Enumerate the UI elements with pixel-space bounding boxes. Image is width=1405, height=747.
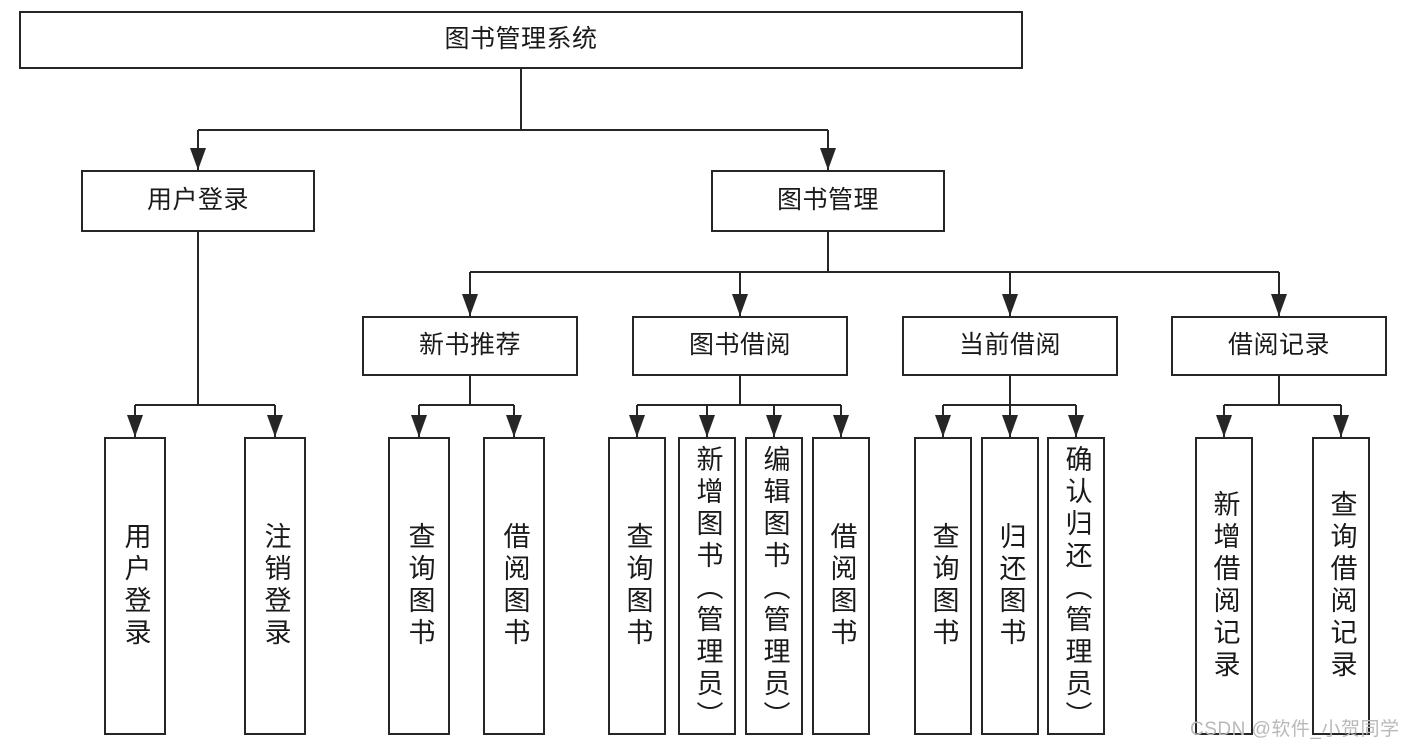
node-records[interactable]: 借阅记录 [1171,316,1387,376]
node-cu-return[interactable]: 归还图书 [981,437,1039,735]
node-label: 新增图书（管理员） [692,445,723,733]
node-label: 注销登录 [260,522,291,650]
node-current[interactable]: 当前借阅 [902,316,1118,376]
node-logout[interactable]: 注销登录 [244,437,306,735]
node-label: 新书推荐 [418,331,521,360]
node-bo-add[interactable]: 新增图书（管理员） [678,437,736,735]
node-label: 查询借阅记录 [1326,490,1357,682]
watermark-text: CSDN @软件_小贺同学 [1190,719,1400,740]
node-label: 编辑图书（管理员） [759,445,790,733]
node-label: 查询图书 [404,522,435,650]
node-label: 图书管理系统 [444,25,598,54]
node-rec-query[interactable]: 查询借阅记录 [1312,437,1370,735]
node-bookmgmt[interactable]: 图书管理 [711,170,945,232]
node-label: 借阅图书 [826,522,857,650]
node-userlogin[interactable]: 用户登录 [104,437,166,735]
node-login[interactable]: 用户登录 [81,170,315,232]
node-newbook[interactable]: 新书推荐 [362,316,578,376]
node-rec-add[interactable]: 新增借阅记录 [1195,437,1253,735]
node-label: 用户登录 [146,186,249,215]
node-cu-query[interactable]: 查询图书 [914,437,972,735]
node-label: 借阅记录 [1227,331,1330,360]
node-label: 当前借阅 [958,331,1061,360]
node-root[interactable]: 图书管理系统 [19,11,1023,69]
node-label: 确认归还（管理员） [1061,445,1092,733]
node-bo-query[interactable]: 查询图书 [608,437,666,735]
node-label: 用户登录 [120,522,151,650]
node-label: 图书借阅 [688,331,791,360]
node-nb-query[interactable]: 查询图书 [388,437,450,735]
node-label: 归还图书 [995,522,1026,650]
node-label: 图书管理 [776,186,879,215]
node-cu-confirm[interactable]: 确认归还（管理员） [1047,437,1105,735]
node-label: 新增借阅记录 [1209,490,1240,682]
node-label: 借阅图书 [499,522,530,650]
node-label: 查询图书 [928,522,959,650]
node-borrow[interactable]: 图书借阅 [632,316,848,376]
node-bo-edit[interactable]: 编辑图书（管理员） [745,437,803,735]
node-nb-borrow[interactable]: 借阅图书 [483,437,545,735]
node-label: 查询图书 [622,522,653,650]
node-bo-lend[interactable]: 借阅图书 [812,437,870,735]
